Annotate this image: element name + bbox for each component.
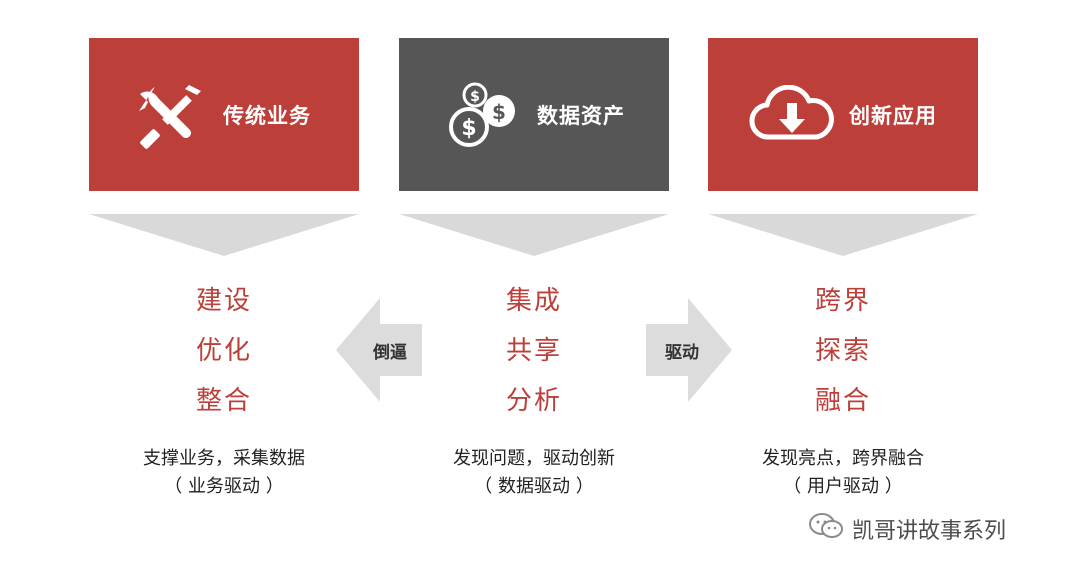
keyword: 探索 [814,336,871,366]
svg-text:$: $ [492,100,506,124]
keywords-data-assets: 集成 共享 分析 [399,276,669,426]
description-line: 发现亮点，跨界融合 [762,448,924,469]
keywords-innovation: 跨界 探索 融合 [708,276,978,426]
chevron-down-icon [708,214,978,256]
arrow-left-icon [336,298,422,402]
chevron-down-icon [399,214,669,256]
keyword: 优化 [195,336,252,366]
description-driver: （ 业务驱动 ） [164,476,284,497]
watermark-text: 凯哥讲故事系列 [852,519,1007,544]
description-driver: （ 用户驱动 ） [783,476,903,497]
keyword: 跨界 [814,286,871,316]
header-label-innovation: 创新应用 [849,103,937,128]
keyword: 分析 [505,386,562,416]
header-box-traditional: 传统业务 [89,38,359,191]
chevron-down-icon [89,214,359,256]
wechat-icon [808,512,844,546]
keyword: 集成 [505,286,562,316]
header-box-innovation: 创新应用 [708,38,978,191]
keyword: 建设 [195,286,252,316]
header-label-traditional: 传统业务 [223,103,311,128]
keyword: 共享 [505,336,562,366]
keyword: 整合 [195,386,252,416]
keywords-traditional: 建设 优化 整合 [89,276,359,426]
description-traditional: 支撑业务，采集数据 （ 业务驱动 ） [79,445,369,501]
svg-text:$: $ [461,116,476,141]
wrench-screwdriver-icon [137,79,209,151]
header-label-data-assets: 数据资产 [537,103,625,128]
coins-dollar-icon: $ $ $ [443,79,523,151]
header-box-data-assets: $ $ $ 数据资产 [399,38,669,191]
arrow-right-icon [646,298,732,402]
description-data-assets: 发现问题，驱动创新 （ 数据驱动 ） [389,445,679,501]
cloud-download-icon [749,84,835,145]
arrow-right-label: 驱动 [665,343,699,363]
description-line: 支撑业务，采集数据 [143,448,305,469]
description-innovation: 发现亮点，跨界融合 （ 用户驱动 ） [698,445,988,501]
arrow-left-label: 倒逼 [373,343,407,363]
keyword: 融合 [814,386,871,416]
watermark: 凯哥讲故事系列 [808,512,1006,546]
svg-text:$: $ [470,89,480,105]
description-line: 发现问题，驱动创新 [453,448,615,469]
description-driver: （ 数据驱动 ） [474,476,594,497]
